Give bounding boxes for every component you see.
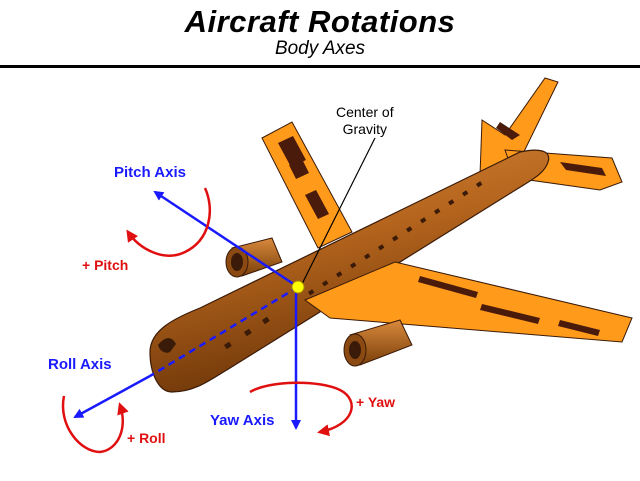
far-engine — [225, 237, 283, 278]
center-of-gravity-label-line2: Gravity — [342, 121, 387, 137]
pitch-rotation-arrow — [126, 187, 212, 257]
roll-axis-label: Roll Axis — [48, 356, 112, 373]
near-engine — [343, 319, 413, 367]
header-subtitle: Body Axes — [274, 38, 366, 59]
yaw-rotation-arrow — [249, 381, 353, 437]
fuselage — [149, 149, 550, 393]
yaw-axis-label: Yaw Axis — [210, 412, 275, 429]
plus-pitch-label: + Pitch — [82, 257, 129, 273]
center-of-gravity-label-line1: Center of — [336, 104, 394, 120]
pitch-axis-arrow — [153, 190, 299, 289]
near-wing — [303, 261, 633, 343]
center-of-gravity-label: Center of Gravity — [336, 104, 394, 138]
pitch-axis-label: Pitch Axis — [114, 164, 186, 181]
plus-yaw-label: + Yaw — [356, 394, 396, 410]
header-rule — [0, 65, 640, 68]
window-row — [224, 181, 483, 350]
roll-axis-dashed — [149, 285, 299, 378]
plus-roll-label: + Roll — [127, 430, 166, 446]
roll-axis-arrow — [73, 374, 151, 419]
roll-rotation-arrow — [61, 395, 129, 454]
cg-leader-line — [301, 137, 376, 285]
center-of-gravity-dot — [291, 280, 305, 294]
far-wing — [261, 121, 353, 249]
header-title: Aircraft Rotations — [184, 4, 456, 39]
